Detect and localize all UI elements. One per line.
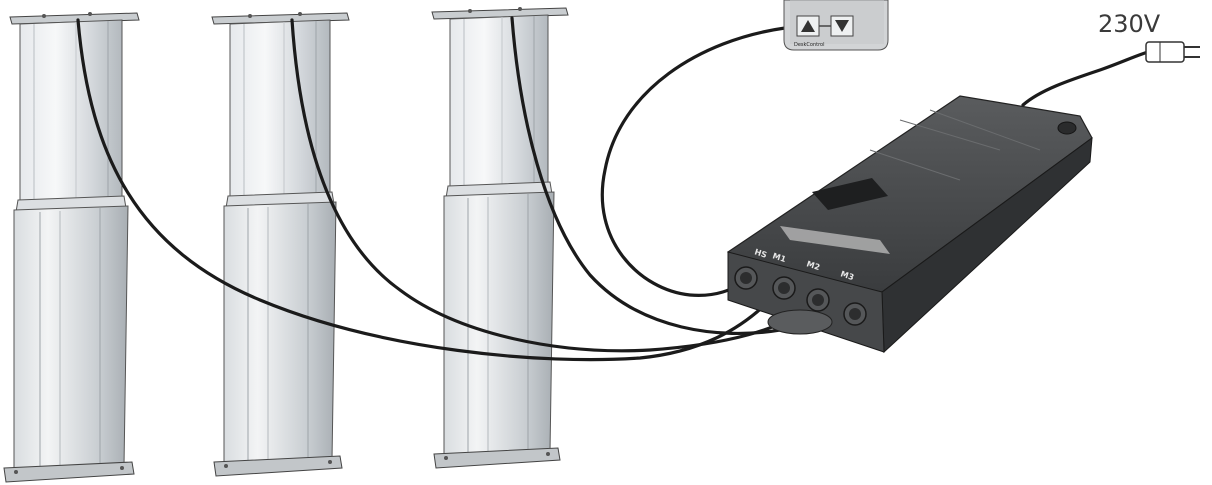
port-label-m3: M3 bbox=[839, 269, 855, 282]
port-m2[interactable] bbox=[806, 288, 830, 312]
up-arrow-icon bbox=[801, 20, 815, 32]
port-label-m1: M1 bbox=[771, 251, 787, 264]
port-hs[interactable] bbox=[734, 266, 758, 290]
handset-up-button[interactable] bbox=[796, 15, 820, 37]
cable-power bbox=[1021, 50, 1150, 107]
handset-brand-label: DeskControl bbox=[794, 42, 825, 48]
voltage-label: 230V bbox=[1098, 10, 1161, 38]
lifting-column-3 bbox=[431, 7, 569, 469]
port-label-hs: HS bbox=[753, 247, 768, 259]
port-m1[interactable] bbox=[772, 276, 796, 300]
lifting-column-2 bbox=[211, 12, 350, 477]
port-label-m2: M2 bbox=[805, 259, 821, 272]
handset: DeskControl bbox=[783, 0, 889, 51]
cable-column-2 bbox=[290, 18, 812, 353]
power-plug: 230V bbox=[1098, 10, 1200, 63]
down-arrow-icon bbox=[835, 20, 849, 32]
port-m3[interactable] bbox=[843, 302, 867, 326]
cable-column-1 bbox=[76, 18, 772, 362]
control-box: HS M1 M2 M3 bbox=[726, 95, 1093, 354]
lifting-column-1 bbox=[3, 12, 140, 483]
handset-down-button[interactable] bbox=[830, 15, 854, 37]
cable-handset bbox=[600, 26, 787, 297]
